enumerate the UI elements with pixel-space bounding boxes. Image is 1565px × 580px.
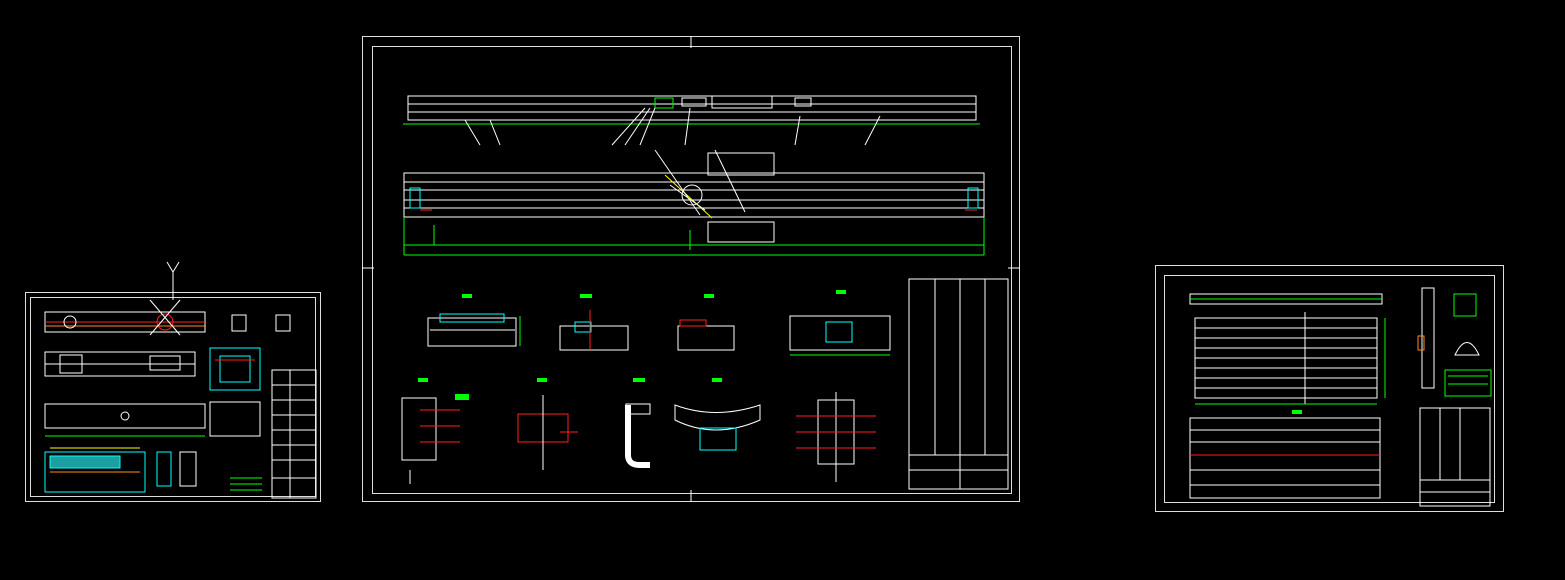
drawing-frame-right	[1164, 275, 1495, 503]
drawing-frame-center	[372, 46, 1012, 494]
drawing-frame-left	[30, 297, 316, 497]
drawing-sheet-left[interactable]	[25, 292, 321, 502]
drawing-sheet-right[interactable]	[1155, 265, 1504, 512]
drawing-sheet-center[interactable]	[362, 36, 1020, 502]
